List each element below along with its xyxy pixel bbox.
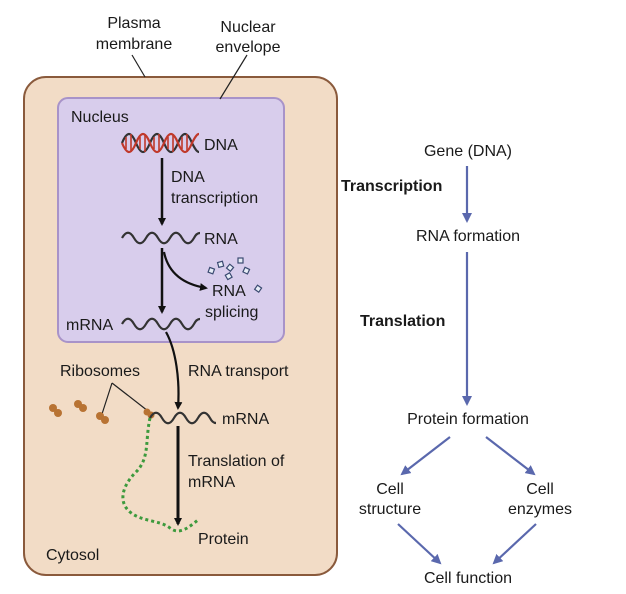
rna-splicing-label-2: splicing <box>205 304 258 321</box>
spliced-fragments-icon <box>207 257 263 294</box>
flow-arrow-enzymes-to-function <box>492 523 537 565</box>
rna-label: RNA <box>204 231 238 248</box>
flow-arrow-to-enzymes <box>485 436 536 476</box>
protein-label: Protein <box>198 531 249 548</box>
rna-strand-icon <box>121 231 201 245</box>
ribosome-leader-1 <box>101 382 113 415</box>
dna-label: DNA <box>204 137 238 154</box>
nuclear-envelope-label: Nuclear <box>220 19 276 36</box>
flow-cell-structure-label-2: structure <box>359 501 421 518</box>
plasma-membrane-leader <box>131 54 146 78</box>
flow-translation-label: Translation <box>360 313 445 330</box>
mrna-nucleus-strand-icon <box>121 317 201 331</box>
flow-arrow-structure-to-function <box>397 523 442 565</box>
flow-protein-formation-label: Protein formation <box>407 411 529 428</box>
rna-splicing-label: RNA <box>212 283 246 300</box>
nucleus-label: Nucleus <box>71 109 129 126</box>
ribosomes-label: Ribosomes <box>60 363 140 380</box>
flow-cell-enzymes-label: Cell <box>526 481 554 498</box>
mrna-cytosol-label: mRNA <box>222 411 269 428</box>
flow-gene-label: Gene (DNA) <box>424 143 512 160</box>
mrna-nucleus-label: mRNA <box>66 317 113 334</box>
flow-rna-formation-label: RNA formation <box>416 228 520 245</box>
splice-arrow-curve <box>162 251 208 291</box>
plasma-membrane-label-2: membrane <box>96 36 173 53</box>
ribosome-icon <box>49 400 155 424</box>
mrna-cytosol-strand-icon <box>149 411 217 425</box>
plasma-membrane-label: Plasma <box>107 15 160 32</box>
rna-transport-arrow <box>165 331 183 410</box>
dna-transcription-label-2: transcription <box>171 190 258 207</box>
dna-transcription-label: DNA <box>171 169 205 186</box>
cytosol-label: Cytosol <box>46 547 99 564</box>
translation-of-mrna-label: Translation of <box>188 453 285 470</box>
dna-helix-icon <box>120 132 200 154</box>
nuclear-envelope-label-2: envelope <box>216 39 281 56</box>
ribosome-leader-2 <box>111 382 149 412</box>
protein-chain-icon <box>121 417 199 533</box>
translation-of-mrna-label-2: mRNA <box>188 474 235 491</box>
rna-transport-label: RNA transport <box>188 363 289 380</box>
flow-arrow-to-structure <box>400 436 451 476</box>
flow-cell-enzymes-label-2: enzymes <box>508 501 572 518</box>
nuclear-envelope-leader <box>219 54 248 100</box>
flow-cell-function-label: Cell function <box>424 570 512 587</box>
flow-cell-structure-label: Cell <box>376 481 404 498</box>
flow-transcription-label: Transcription <box>341 178 442 195</box>
